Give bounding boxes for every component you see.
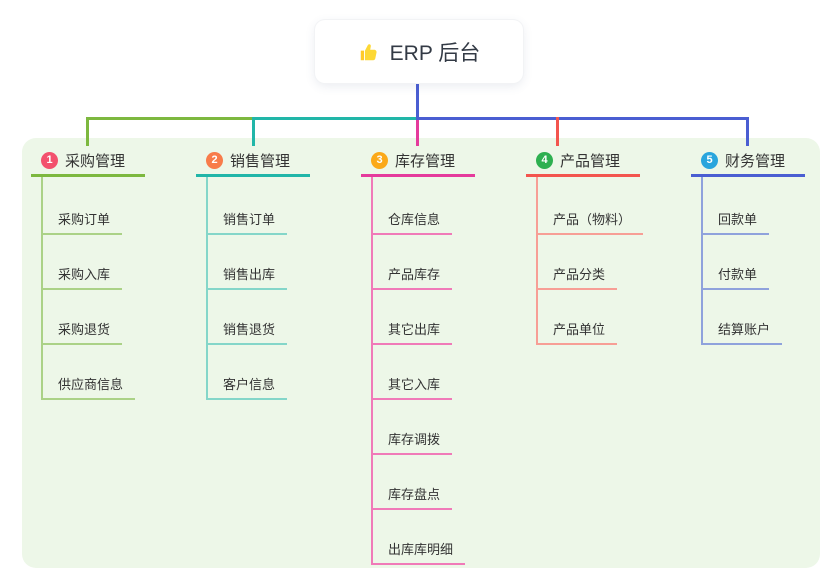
child-node-label: 库存调拨 [388,431,441,447]
branch-head-5[interactable]: 5 财务管理 [691,146,805,177]
child-node[interactable]: 付款单 [701,258,770,290]
root-label: ERP 后台 [389,41,481,65]
child-node[interactable]: 仓库信息 [371,203,453,235]
child-node-label: 销售出库 [223,266,276,282]
branch-trunk-line [536,177,538,345]
branch-label: 产品管理 [560,152,621,170]
branch-drop-line-1 [86,117,89,146]
child-node-label: 库存盘点 [388,486,441,502]
thumbs-up-icon [358,41,380,63]
bus-segment-sales [252,117,419,120]
branch-head-3[interactable]: 3 库存管理 [361,146,475,177]
root-node[interactable]: ERP 后台 [315,20,523,83]
child-node-label: 采购入库 [58,266,111,282]
child-node[interactable]: 产品（物料） [536,203,644,235]
branch-label: 销售管理 [230,152,291,170]
child-node-label: 出库库明细 [388,541,454,557]
child-node-label: 付款单 [718,266,758,282]
child-node[interactable]: 采购退货 [41,313,123,345]
branch-index-badge: 3 [371,151,388,169]
branch-drop-line-5 [746,117,749,146]
branch-trunk-line [371,177,373,565]
child-node-label: 仓库信息 [388,211,441,227]
child-node-label: 产品分类 [553,266,606,282]
child-node-label: 供应商信息 [58,376,124,392]
branch-head-1[interactable]: 1 采购管理 [31,146,145,177]
child-node[interactable]: 销售退货 [206,313,288,345]
child-node-label: 销售订单 [223,211,276,227]
child-node[interactable]: 销售订单 [206,203,288,235]
branch-drop-line-4 [556,117,559,146]
child-node-label: 采购退货 [58,321,111,337]
child-node[interactable]: 回款单 [701,203,770,235]
bus-segment-finance [416,117,749,120]
branch-drop-line-2 [252,117,255,146]
child-node[interactable]: 结算账户 [701,313,783,345]
child-node[interactable]: 库存盘点 [371,478,453,510]
branch-index-badge: 1 [41,151,58,169]
child-node[interactable]: 库存调拨 [371,423,453,455]
child-node[interactable]: 产品单位 [536,313,618,345]
child-node[interactable]: 采购订单 [41,203,123,235]
child-node[interactable]: 产品分类 [536,258,618,290]
child-node-label: 其它出库 [388,321,441,337]
child-node[interactable]: 采购入库 [41,258,123,290]
branch-index-badge: 4 [536,151,553,169]
child-node-label: 产品单位 [553,321,606,337]
child-node-label: 结算账户 [718,321,771,337]
child-node-label: 销售退货 [223,321,276,337]
child-node[interactable]: 产品库存 [371,258,453,290]
child-node-label: 其它入库 [388,376,441,392]
child-node-label: 产品库存 [388,266,441,282]
root-stem-line [416,84,419,120]
child-node[interactable]: 其它出库 [371,313,453,345]
branch-drop-line-3 [416,120,419,146]
child-node[interactable]: 供应商信息 [41,368,136,400]
branch-head-2[interactable]: 2 销售管理 [196,146,310,177]
branch-index-badge: 2 [206,151,223,169]
child-node[interactable]: 客户信息 [206,368,288,400]
child-node[interactable]: 销售出库 [206,258,288,290]
child-node-label: 产品（物料） [553,211,632,227]
child-node-label: 采购订单 [58,211,111,227]
branch-label: 库存管理 [395,152,456,170]
branch-head-4[interactable]: 4 产品管理 [526,146,640,177]
child-node[interactable]: 出库库明细 [371,533,466,565]
branch-label: 采购管理 [65,152,126,170]
branch-trunk-line [701,177,703,345]
branch-label: 财务管理 [725,152,786,170]
child-node[interactable]: 其它入库 [371,368,453,400]
branches-panel [22,138,820,568]
child-node-label: 客户信息 [223,376,276,392]
branch-index-badge: 5 [701,151,718,169]
child-node-label: 回款单 [718,211,758,227]
